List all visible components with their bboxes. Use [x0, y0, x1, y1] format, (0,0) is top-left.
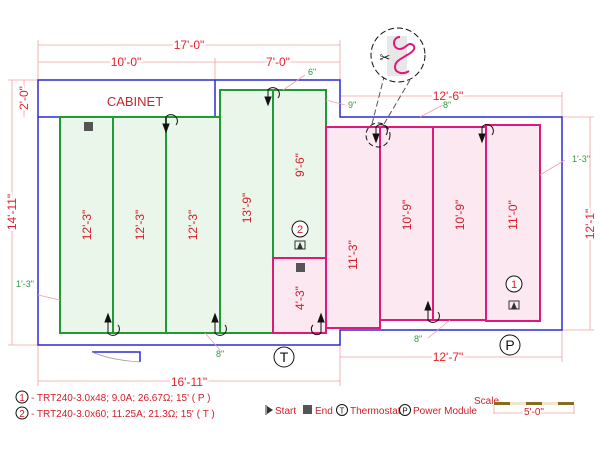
power-module-marker[interactable]: P: [499, 334, 521, 356]
dim-bottom-left: 16'-11": [171, 375, 207, 389]
dim-top-right: 7'-0": [266, 55, 290, 69]
cut-detail-callout: ✂: [365, 27, 426, 148]
panel-length-label: 4'-3": [293, 286, 307, 310]
dim-left-total: 14'-11": [5, 194, 19, 230]
panel-length-label: 10'-9": [453, 200, 467, 231]
svg-text:- TRT240-3.0x60; 11.25A; 21.3Ω: - TRT240-3.0x60; 11.25A; 21.3Ω; 15' ( T …: [31, 409, 215, 420]
thermostat-marker[interactable]: T: [273, 346, 295, 368]
room-outline: [37, 79, 563, 346]
dim-bottom-right: 12'-7": [433, 350, 464, 364]
svg-text:End: End: [315, 406, 333, 417]
end-marker-icon: [84, 122, 93, 131]
turn-arrow-icons: [104, 87, 494, 336]
heater-1-panel: [432, 126, 487, 321]
dim-top-total: 17'-0": [174, 38, 205, 52]
dim-top-left: 10'-0": [111, 55, 142, 69]
panel-length-label: 9'-6": [293, 153, 307, 177]
svg-text:1: 1: [19, 393, 25, 404]
start-marker-icon: [294, 240, 306, 250]
svg-text:1: 1: [511, 279, 517, 291]
scissors-icon: ✂: [380, 50, 391, 65]
svg-text:9": 9": [348, 100, 356, 110]
heater-2-mat[interactable]: [59, 89, 327, 334]
door-icon: [91, 351, 141, 363]
panel-length-label: 11'-3": [346, 240, 360, 270]
panel-length-label: 10'-9": [400, 200, 414, 231]
svg-text:P: P: [505, 337, 514, 353]
svg-text:T: T: [340, 407, 345, 416]
heater-1-mat[interactable]: [272, 124, 541, 334]
svg-text:Start: Start: [275, 406, 296, 417]
heater-1-panel: [325, 126, 381, 329]
heater-2-panel: [59, 116, 114, 334]
panel-length-label: 11'-0": [506, 200, 520, 230]
heater-2-number: 2: [291, 220, 309, 238]
svg-text:T: T: [280, 349, 289, 365]
svg-text:Power Module: Power Module: [413, 406, 477, 417]
panel-length-label: 13'-9": [240, 193, 254, 224]
cabinet-label: CABINET: [107, 94, 163, 109]
panel-length-label: 12'-3": [133, 210, 147, 241]
svg-text:8": 8": [443, 100, 451, 110]
heater-2-panel: [112, 116, 167, 334]
svg-text:8": 8": [414, 334, 422, 344]
svg-text:- TRT240-3.0x48; 9.0A; 26.67Ω;: - TRT240-3.0x48; 9.0A; 26.67Ω; 15' ( P ): [31, 393, 210, 404]
svg-text:Thermostat: Thermostat: [350, 406, 401, 417]
dim-right-top: 12'-6": [433, 89, 464, 103]
end-marker-icon: [296, 263, 305, 272]
svg-text:1'-3": 1'-3": [16, 279, 34, 289]
start-marker-icon: [508, 300, 520, 310]
svg-text:2: 2: [297, 224, 303, 236]
legend: 1 - TRT240-3.0x48; 9.0A; 26.67Ω; 15' ( P…: [15, 390, 575, 420]
svg-text:2: 2: [19, 409, 25, 420]
svg-text:5'-0": 5'-0": [524, 407, 544, 418]
start-icon: [265, 405, 273, 415]
panel-length-label: 12'-3": [186, 210, 200, 241]
dim-left-cabinet: 2'-0": [17, 86, 31, 110]
panel-length-label: 12'-3": [80, 210, 94, 241]
svg-text:8": 8": [216, 349, 224, 359]
svg-text:1'-3": 1'-3": [572, 154, 590, 164]
heater-1-number: 1: [505, 275, 523, 293]
scale-bar: [493, 402, 575, 414]
svg-text:6": 6": [308, 67, 316, 77]
svg-text:P: P: [402, 407, 407, 416]
svg-text:Scale: Scale: [474, 396, 499, 407]
end-icon: [303, 405, 312, 414]
dim-right-height: 12'-1": [583, 209, 597, 240]
clearance-labels: 6" 9" 8" 1'-3" 1'-3" 8" 8": [16, 67, 590, 359]
dimension-lines: [8, 40, 594, 386]
